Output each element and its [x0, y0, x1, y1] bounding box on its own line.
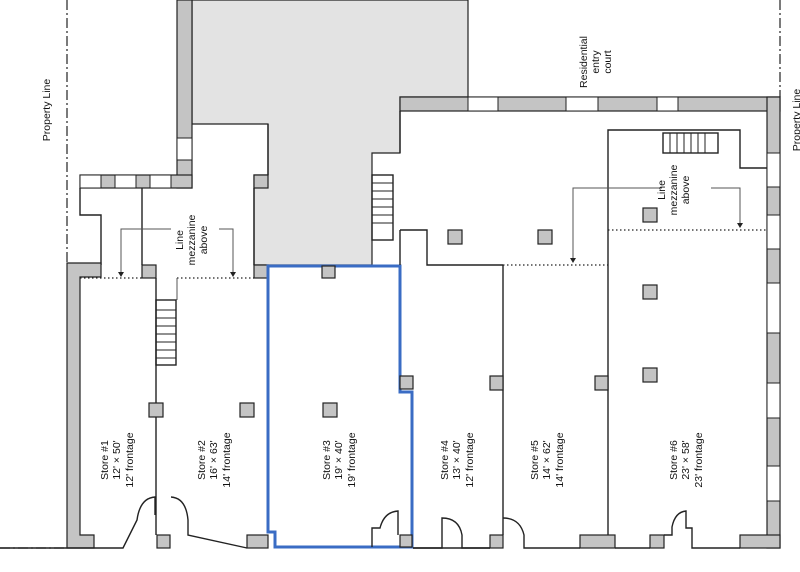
- store-5-label: Store #5 14' × 62' 14' frontage: [529, 432, 566, 487]
- window: [114, 174, 137, 189]
- store-2-label: Store #2 16' × 63' 14' frontage: [196, 432, 233, 487]
- store-3-label: Store #3 19' × 40' 19' frontage: [321, 432, 358, 487]
- column: [642, 367, 658, 383]
- column: [253, 174, 269, 189]
- column: [246, 534, 269, 549]
- column: [649, 534, 665, 549]
- stairs-icon: [662, 132, 719, 154]
- svg-text:19' frontage: 19' frontage: [346, 432, 358, 487]
- column: [489, 375, 504, 391]
- courtyard: [191, 0, 469, 266]
- door-store-2[interactable]: [170, 496, 248, 549]
- window: [467, 96, 499, 112]
- wall: [66, 262, 102, 549]
- mezzanine-note-right-line3: above: [680, 176, 692, 205]
- door-store-1[interactable]: [94, 496, 156, 549]
- column: [594, 375, 609, 391]
- store-1-label: Store #1 12' × 50' 12' frontage: [99, 432, 136, 487]
- column: [642, 207, 658, 223]
- column: [239, 402, 255, 418]
- mezzanine-note-line2: mezzanine: [186, 214, 198, 265]
- svg-text:Store #4: Store #4: [439, 440, 451, 480]
- stairs-icon: [371, 174, 394, 241]
- store-3-outline[interactable]: [266, 264, 414, 549]
- column: [253, 264, 269, 279]
- svg-text:19' × 40': 19' × 40': [333, 440, 345, 479]
- residential-entry-line3: court: [602, 50, 614, 73]
- mezzanine-note-line1: Line: [174, 230, 186, 250]
- svg-text:14' frontage: 14' frontage: [554, 432, 566, 487]
- column: [322, 402, 338, 418]
- window: [766, 465, 781, 502]
- column: [447, 229, 463, 245]
- door-store-6[interactable]: [615, 510, 740, 549]
- store-4-label: Store #4 13' × 40' 12' frontage: [439, 432, 476, 487]
- door-store-4[interactable]: [413, 517, 490, 549]
- door-store-5[interactable]: [502, 517, 580, 549]
- residential-entry-line2: entry: [590, 50, 602, 74]
- svg-text:Store #5: Store #5: [529, 440, 541, 480]
- svg-text:14' frontage: 14' frontage: [221, 432, 233, 487]
- column: [537, 229, 553, 245]
- svg-text:Store #1: Store #1: [99, 440, 111, 480]
- window: [565, 96, 599, 112]
- column: [399, 375, 414, 390]
- window: [766, 152, 781, 188]
- store-6-label: Store #6 23' × 58' 23' frontage: [668, 432, 705, 487]
- property-line-label-left: Property Line: [41, 79, 53, 142]
- column: [399, 534, 413, 548]
- svg-text:16' × 63': 16' × 63': [208, 440, 220, 479]
- door-store-3[interactable]: [371, 510, 399, 547]
- svg-text:Store #6: Store #6: [668, 440, 680, 480]
- mezzanine-note-right-line1: Line: [656, 180, 668, 200]
- stairs-icon: [155, 299, 177, 366]
- column: [579, 534, 616, 549]
- window: [766, 282, 781, 334]
- svg-text:Store #3: Store #3: [321, 440, 333, 480]
- mezzanine-note-line3: above: [198, 226, 210, 255]
- column: [148, 402, 164, 418]
- window: [79, 174, 102, 189]
- column: [156, 534, 171, 549]
- property-line-label-right: Property Line: [791, 89, 800, 152]
- window: [149, 174, 172, 189]
- column: [141, 264, 157, 279]
- window: [656, 96, 679, 112]
- svg-text:12' × 50': 12' × 50': [111, 440, 123, 479]
- window: [766, 214, 781, 250]
- column: [642, 284, 658, 300]
- svg-text:23' frontage: 23' frontage: [693, 432, 705, 487]
- column: [489, 534, 504, 549]
- svg-text:Store #2: Store #2: [196, 440, 208, 480]
- svg-text:14' × 62': 14' × 62': [541, 440, 553, 479]
- window: [766, 382, 781, 419]
- svg-text:13' × 40': 13' × 40': [451, 440, 463, 479]
- svg-text:12' frontage: 12' frontage: [464, 432, 476, 487]
- svg-text:23' × 58': 23' × 58': [680, 440, 692, 479]
- wall: [739, 534, 781, 549]
- mezzanine-note-right-line2: mezzanine: [668, 164, 680, 215]
- residential-entry-line1: Residential: [578, 36, 590, 88]
- column: [321, 265, 336, 279]
- svg-text:12' frontage: 12' frontage: [124, 432, 136, 487]
- window: [176, 137, 193, 161]
